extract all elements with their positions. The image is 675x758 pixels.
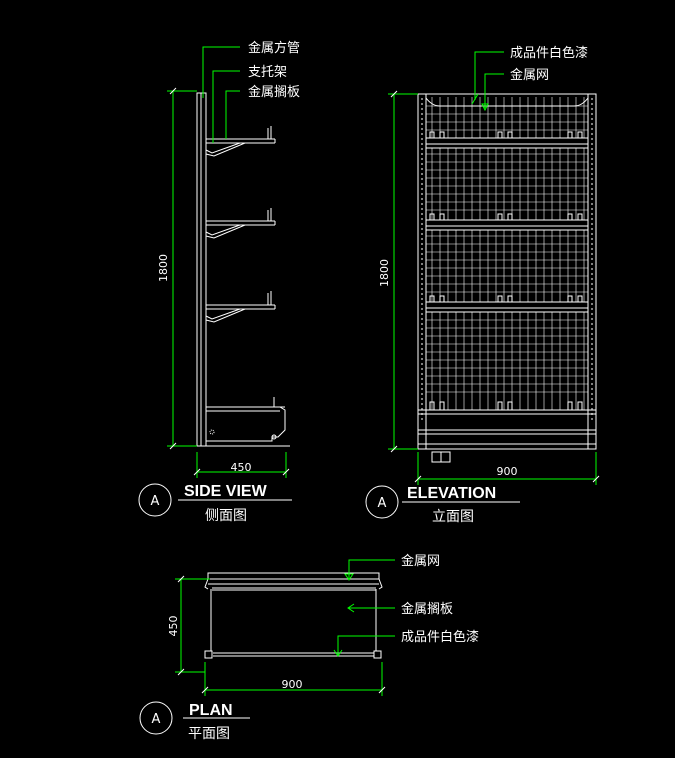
side-shelf-1 [205,126,276,157]
side-label-bracket: 支托架 [248,65,287,80]
side-view-subtitle: 侧面图 [205,508,247,524]
elevation-shelf-2 [425,213,589,231]
side-view: 1800 450 金属方管 支托架 金属搁板 A SIDE VIEW 侧面图 [138,40,300,524]
elevation-shelf-1 [425,131,589,149]
plan-label-paint: 成品件白色漆 [401,629,479,645]
plan-depth-text: 450 [167,616,180,637]
plan-view: 450 900 金属网 金属搁板 成品件白色漆 A PLAN 平面图 [139,553,479,742]
elevation-marker: A [378,496,387,511]
plan-leaders [333,559,395,657]
side-height-text: 1800 [157,254,170,282]
elevation-wire-mesh [426,97,588,410]
plan-marker: A [152,712,161,727]
elevation-leaders [471,51,504,112]
plan-depth-dimension: 450 [167,575,210,676]
elevation-title: ELEVATION [407,485,496,502]
side-base-unit [206,397,286,442]
plan-title: PLAN [189,702,233,719]
plan-right-foot [373,650,382,659]
side-leaders [202,46,240,143]
side-label-shelf: 金属搁板 [248,84,300,100]
elevation-height-text: 1800 [378,259,391,287]
side-shelf-3 [205,291,276,323]
side-label-square-tube: 金属方管 [248,40,300,56]
plan-width-text: 900 [282,678,303,691]
plan-top-rail [207,572,380,580]
plan-width-dimension: 900 [201,662,386,696]
elevation-base-hooks [429,401,583,410]
side-view-marker: A [151,494,160,509]
elevation-label-mesh: 金属网 [510,67,549,83]
elevation-width-text: 900 [497,465,518,478]
plan-label-mesh: 金属网 [401,553,440,569]
plan-marker-circle [139,701,173,735]
side-width-text: 450 [231,461,252,474]
elevation-outer-frame [417,93,597,450]
elevation-view: 1800 900 成品件白色漆 金属网 A ELEVATION 立面图 [365,45,600,525]
plan-subtitle: 平面图 [188,726,230,742]
elevation-height-dimension: 1800 [378,90,418,453]
side-view-marker-circle [138,483,172,517]
side-view-title: SIDE VIEW [184,483,268,500]
elevation-top-arch [425,97,589,107]
elevation-label-paint: 成品件白色漆 [510,45,588,61]
elevation-base-unit [418,409,596,463]
plan-label-shelf: 金属搁板 [401,601,453,617]
elevation-shelf-3 [425,295,589,313]
elevation-subtitle: 立面图 [432,509,474,525]
elevation-marker-circle [365,485,399,519]
side-width-dimension: 450 [193,452,290,478]
side-shelf-2 [205,208,276,239]
elevation-width-dimension: 900 [414,452,600,485]
plan-left-foot [204,650,213,659]
side-height-dimension: 1800 [157,87,197,450]
